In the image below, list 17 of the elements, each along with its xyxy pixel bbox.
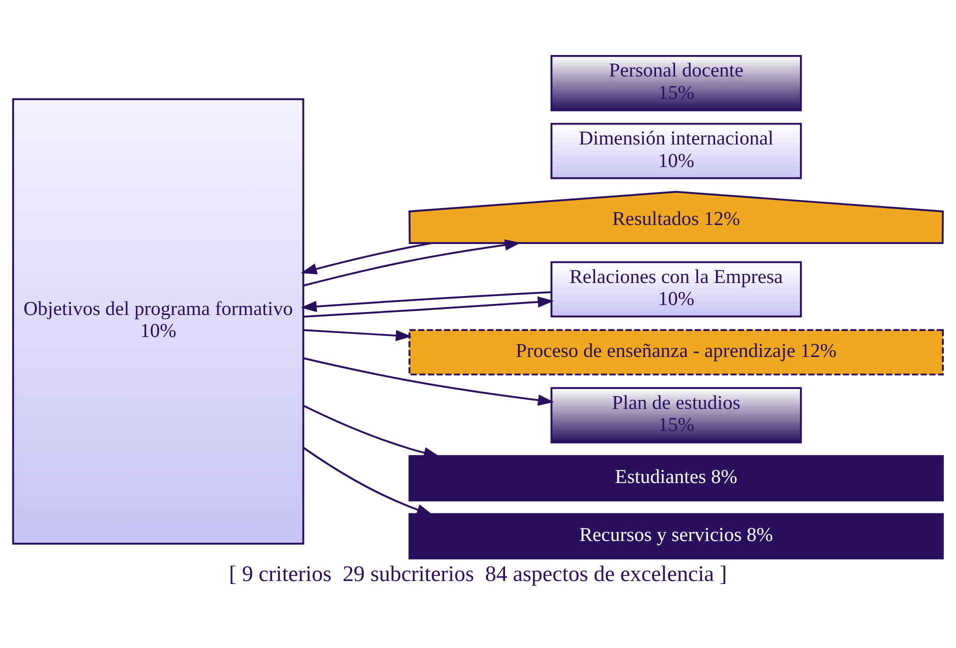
arrow (303, 296, 554, 318)
node-box: Estudiantes 8% (408, 454, 944, 501)
arrow (303, 328, 412, 341)
caption: [ 9 criterios 29 subcriterios 84 aspectos de excelencia ] (229, 560, 727, 586)
arrow (303, 356, 554, 406)
node-box: Recursos y servicios 8% (408, 512, 944, 559)
node-box: Proceso de enseñanza - aprendizaje 12% (408, 328, 944, 375)
arrow (302, 446, 433, 515)
node-box: Personal docente 15% (550, 54, 802, 111)
arrow (303, 238, 521, 286)
node-box: Relaciones con la Empresa 10% (550, 260, 802, 317)
node-box: Dimensión internacional 10% (550, 122, 802, 179)
arrow (300, 242, 432, 274)
arrow (300, 290, 552, 312)
node-box: Plan de estudios 15% (550, 386, 802, 443)
arrow (303, 404, 440, 458)
node-box: Objetivos del programa formativo 10% (12, 98, 304, 544)
